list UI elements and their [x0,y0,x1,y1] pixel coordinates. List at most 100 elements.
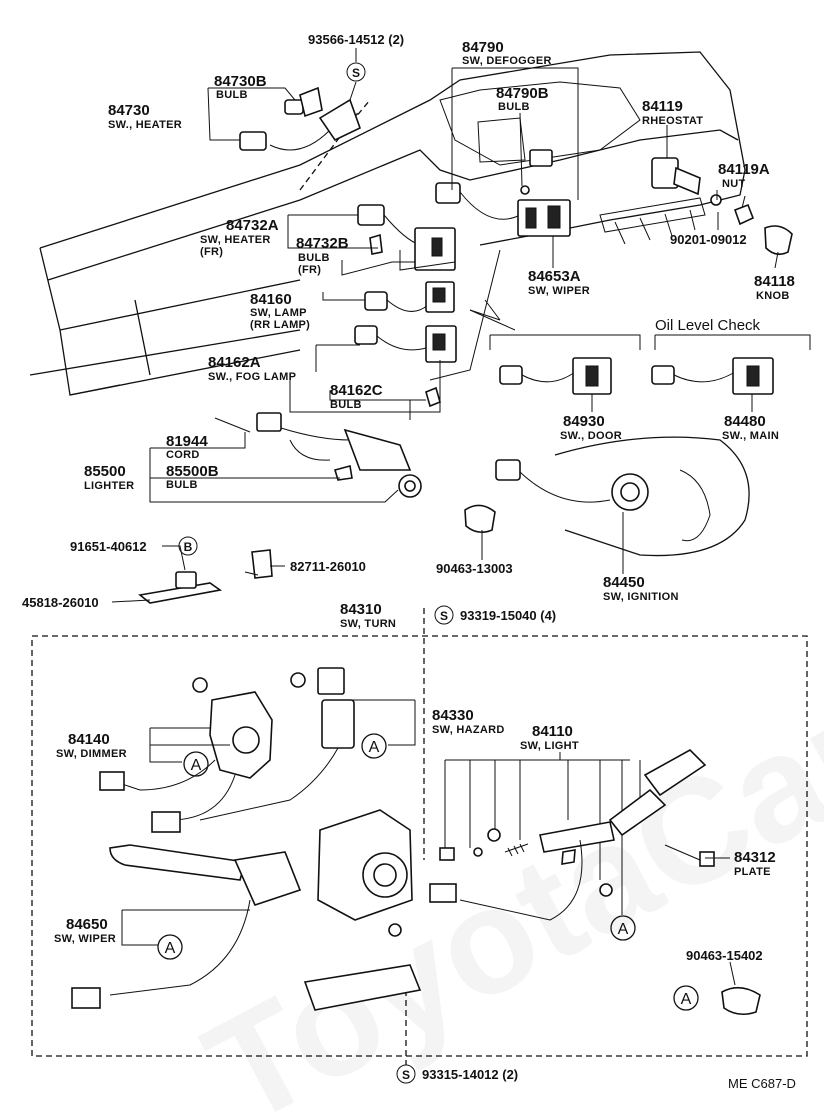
svg-text:82711-26010: 82711-26010 [290,559,366,574]
heater-fr-switch-part [357,204,456,271]
svg-text:(FR): (FR) [200,246,223,258]
light-switch-part [429,749,761,1016]
label-84730b: 84730B BULB [214,73,267,101]
svg-text:PLATE: PLATE [734,866,771,878]
label-84110: 84110 SW, LIGHT [520,723,579,752]
svg-text:90463-15402: 90463-15402 [686,948,763,963]
dimmer-switch-part [99,672,306,833]
svg-text:A: A [681,991,692,1008]
main-switch-part [651,357,774,395]
label-84312: 84312 PLATE [734,849,776,878]
svg-text:S: S [352,66,360,80]
svg-text:ME C687-D: ME C687-D [728,1076,796,1091]
svg-text:84732B: 84732B [296,235,349,252]
svg-text:BULB: BULB [166,479,198,491]
label-84119a: 84119A NUT [718,161,770,190]
label-84160: 84160 SW, LAMP (RR LAMP) [250,291,310,331]
label-93319: 93319-15040 (4) [460,608,556,623]
svg-text:85500: 85500 [84,463,126,480]
svg-text:84140: 84140 [68,731,110,748]
svg-text:BULB: BULB [330,399,362,411]
label-82711: 82711-26010 [290,559,366,574]
label-45818: 45818-26010 [22,595,99,610]
label-84650: 84650 SW, WIPER [54,916,116,945]
heater-switch-part [239,86,361,151]
callout-a-3: A [610,915,636,941]
label-84119: 84119 RHEOSTAT [642,98,703,127]
label-84730: 84730 SW., HEATER [108,102,182,131]
svg-text:84330: 84330 [432,707,474,724]
svg-text:84790B: 84790B [496,85,549,102]
svg-text:KNOB: KNOB [756,290,790,302]
callout-a-2: A [361,733,387,759]
svg-text:BULB: BULB [498,101,530,113]
svg-text:SW, WIPER: SW, WIPER [54,933,116,945]
svg-text:93319-15040 (4): 93319-15040 (4) [460,608,556,623]
svg-text:84110: 84110 [532,723,573,740]
svg-text:A: A [191,757,202,774]
svg-text:91651-40612: 91651-40612 [70,539,147,554]
label-84653a: 84653A SW, WIPER [528,268,590,297]
leader-lines [111,48,811,986]
lighter-part [214,412,422,498]
svg-text:84730: 84730 [108,102,150,119]
svg-text:(RR LAMP): (RR LAMP) [250,319,310,331]
label-90463-13003: 90463-13003 [436,561,513,576]
svg-text:84653A: 84653A [528,268,581,285]
symbol-s-2: S [434,605,454,625]
label-81944: 81944 CORD [166,433,208,461]
svg-text:A: A [618,921,629,938]
label-84450: 84450 SW, IGNITION [603,574,679,603]
label-84310: 84310 SW, TURN [340,601,396,630]
svg-text:SW, LIGHT: SW, LIGHT [520,740,579,752]
svg-text:84160: 84160 [250,291,292,308]
svg-text:SW, TURN: SW, TURN [340,618,396,630]
svg-text:84450: 84450 [603,574,645,591]
label-91651: 91651-40612 [70,539,147,554]
wiper-lever-part [71,844,302,1009]
svg-text:SW, LAMP: SW, LAMP [250,307,307,319]
svg-text:BULB: BULB [216,89,248,101]
label-84732a: 84732A SW, HEATER (FR) [200,217,279,258]
fog-lamp-switch-part [354,325,457,408]
svg-text:81944: 81944 [166,433,208,450]
svg-text:BULB: BULB [298,252,330,264]
svg-text:90463-13003: 90463-13003 [436,561,513,576]
svg-text:84480: 84480 [724,413,766,430]
svg-text:45818-26010: 45818-26010 [22,595,99,610]
svg-text:84162C: 84162C [330,382,383,399]
svg-text:RHEOSTAT: RHEOSTAT [642,115,703,127]
label-84118: 84118 KNOB [754,273,795,302]
symbol-s-1: S [346,62,366,82]
label-90463-15402: 90463-15402 [686,948,763,963]
ignition-switch-part [464,436,750,557]
label-85500b: 85500B BULB [166,463,219,491]
label-90201: 90201-09012 [670,232,747,247]
callout-a-5: A [673,985,699,1011]
svg-text:SW., HEATER: SW., HEATER [108,119,182,131]
callout-a-4: A [157,934,183,960]
svg-text:93566-14512 (2): 93566-14512 (2) [308,32,404,47]
bracket-part [138,549,273,604]
instrument-panel-outline [29,51,746,396]
label-84162a: 84162A SW., FOG LAMP [208,354,296,383]
svg-text:LIGHTER: LIGHTER [84,480,134,492]
svg-text:84119A: 84119A [718,161,770,178]
svg-text:84312: 84312 [734,849,776,866]
rr-lamp-switch-part [364,281,455,313]
label-84930: 84930 SW., DOOR [560,413,622,442]
svg-text:SW, HAZARD: SW, HAZARD [432,724,505,736]
svg-text:B: B [184,540,193,554]
label-oil-level-check: Oil Level Check [655,317,761,334]
footer-code: ME C687-D [728,1076,796,1091]
svg-text:SW., MAIN: SW., MAIN [722,430,779,442]
label-93566: 93566-14512 (2) [308,32,404,47]
svg-text:SW, IGNITION: SW, IGNITION [603,591,679,603]
svg-text:SW, HEATER: SW, HEATER [200,234,271,246]
svg-text:NUT: NUT [722,178,746,190]
svg-text:S: S [402,1068,410,1082]
label-84732b: 84732B BULB (FR) [296,235,349,276]
svg-text:S: S [440,609,448,623]
label-84790: 84790 SW, DEFOGGER [462,39,551,67]
